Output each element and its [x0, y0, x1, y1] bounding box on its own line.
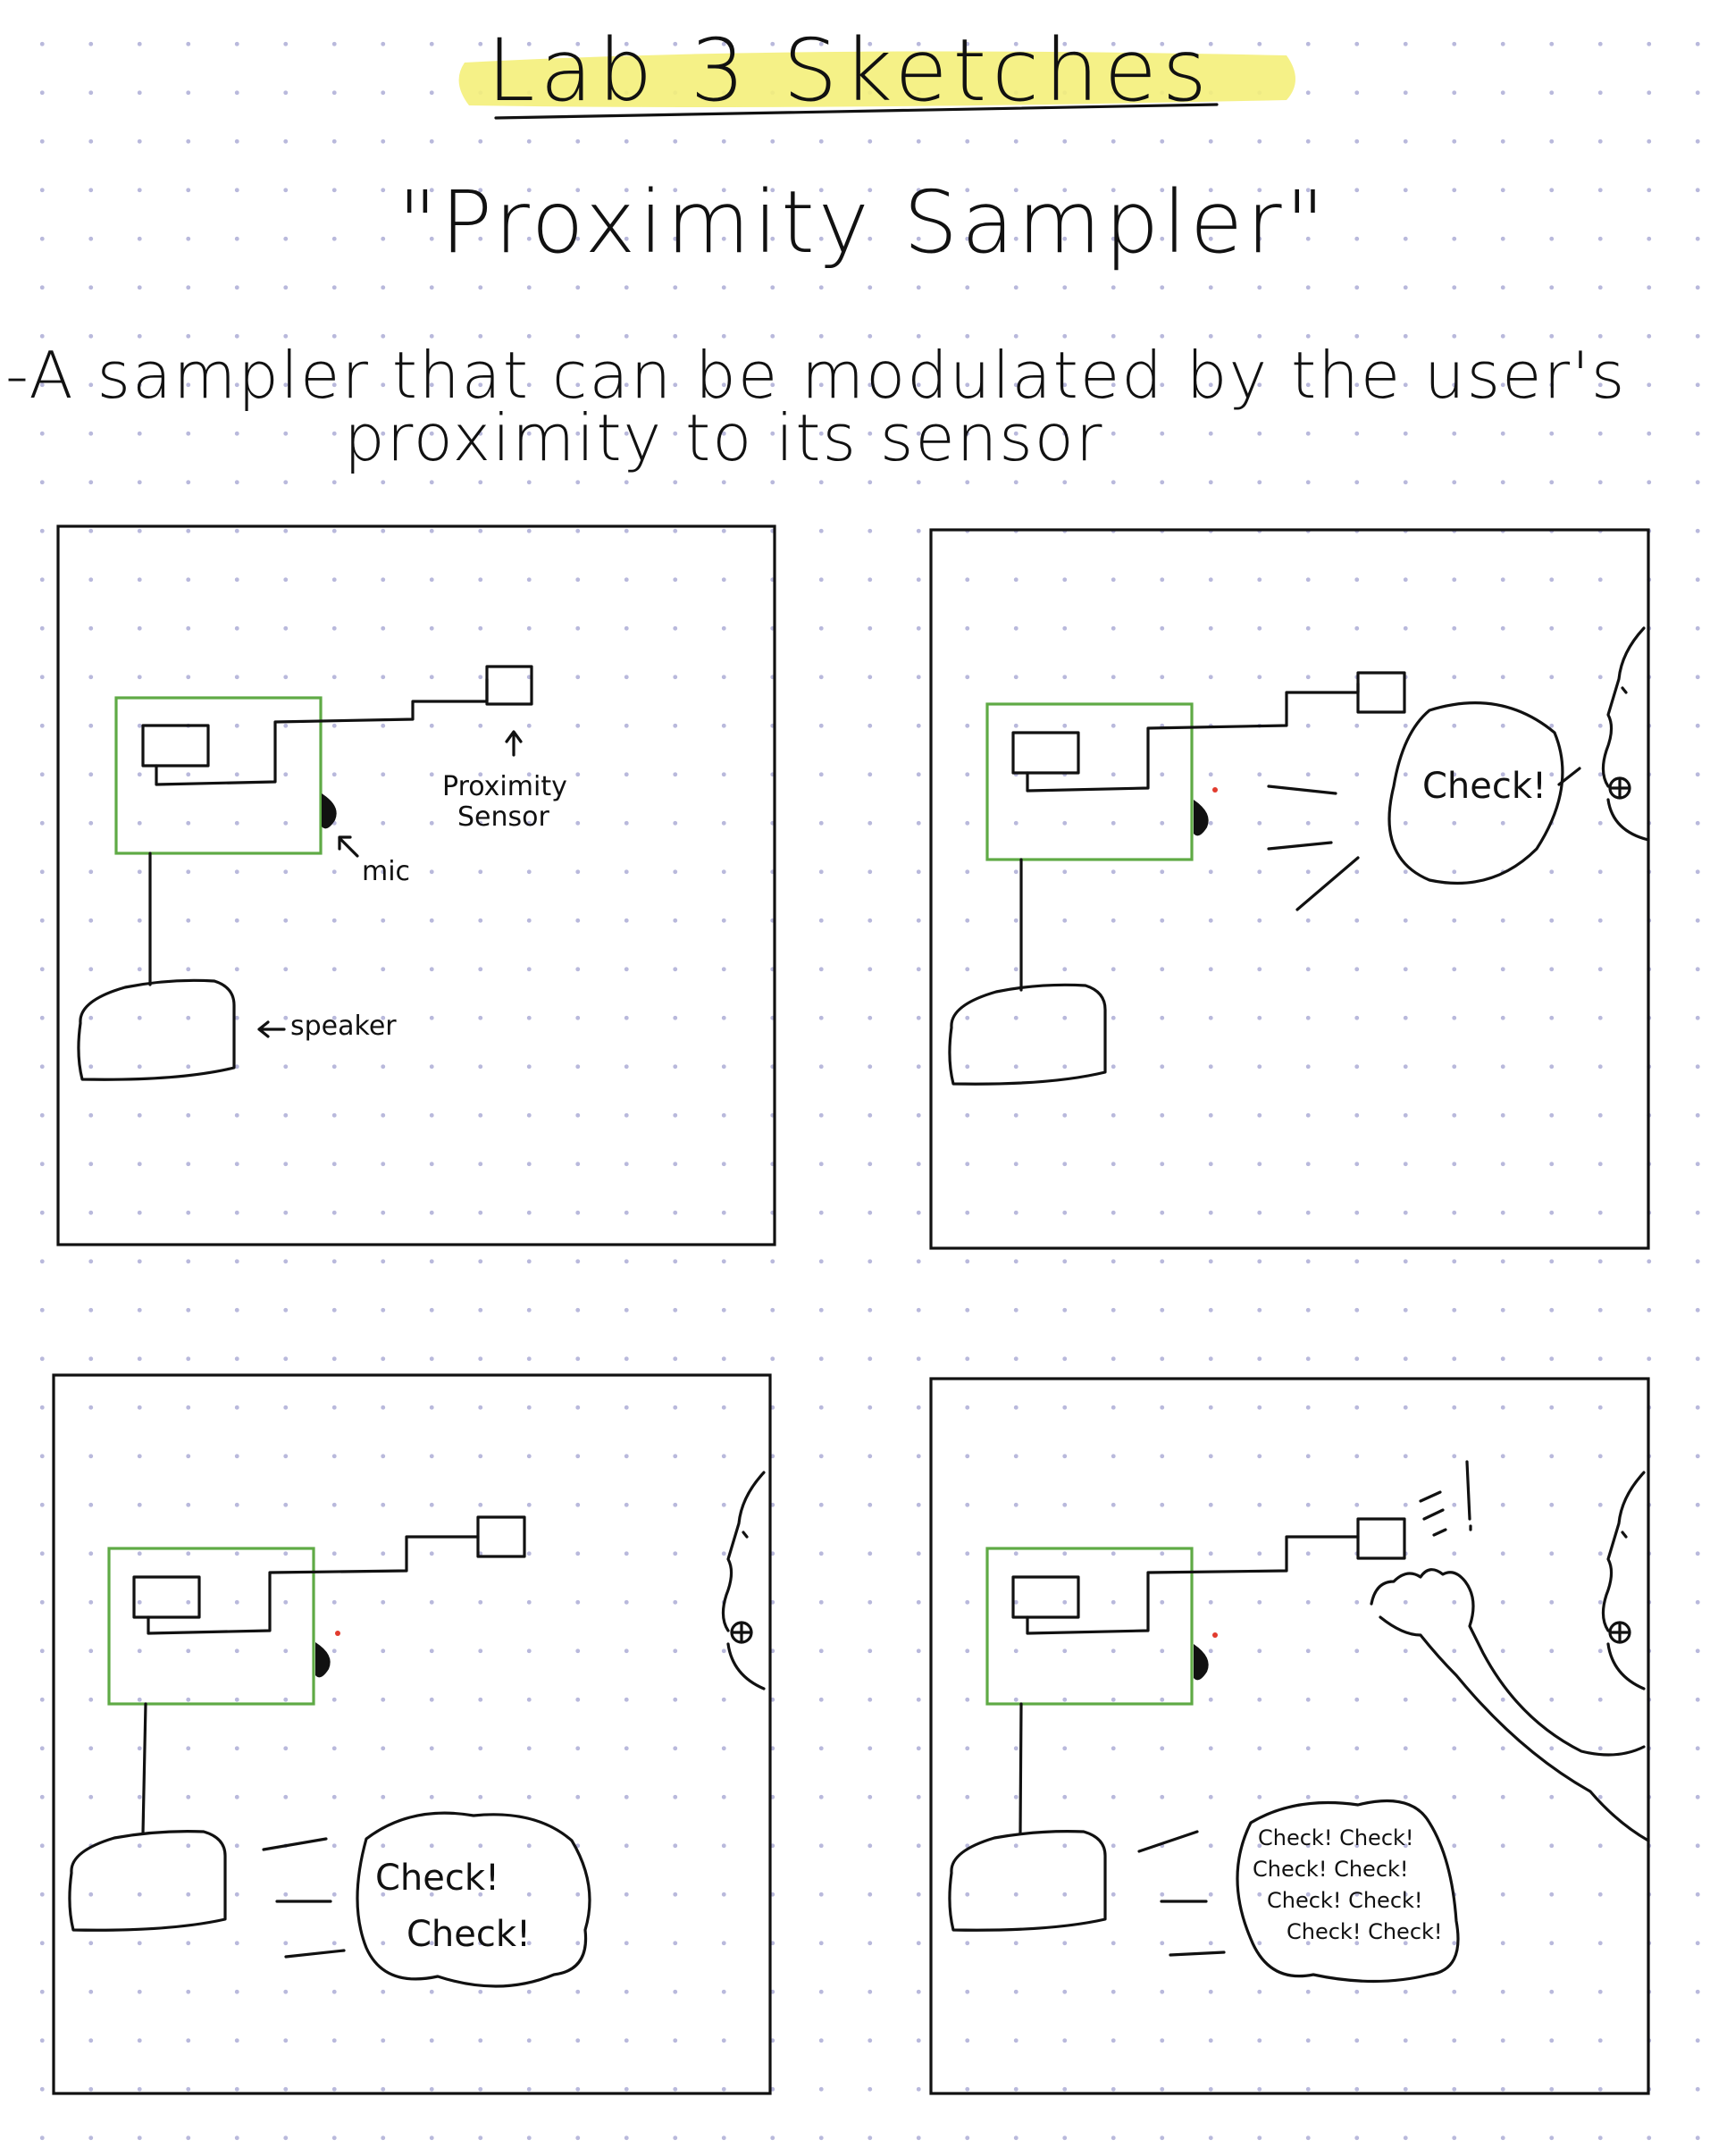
title-underline	[494, 103, 1219, 120]
panel-2: Check!	[929, 528, 1650, 1250]
panel-frame	[929, 1377, 1650, 2095]
speech-text-4: Check! Check!	[1287, 1919, 1443, 1944]
microphone	[1194, 1644, 1209, 1681]
mic-led	[1212, 787, 1218, 793]
screen-module	[1011, 731, 1080, 775]
speech-tail	[1557, 767, 1581, 786]
page-title: Lab 3 Sketches	[487, 21, 1212, 121]
mouth-detail	[1608, 1621, 1631, 1644]
speech-text-3: Check! Check!	[1267, 1888, 1423, 1913]
screen-module	[1011, 1575, 1080, 1619]
proximity-sensor	[485, 665, 533, 706]
microphone	[1194, 800, 1209, 836]
alert-lines	[1419, 1460, 1472, 1537]
hand	[1370, 1568, 1650, 1842]
speech-text-1: Check!	[375, 1858, 499, 1899]
speech-text-1: Check! Check!	[1258, 1825, 1414, 1850]
sound-lines	[1137, 1830, 1226, 1957]
screen-module	[141, 724, 210, 768]
speech-bubble	[1387, 701, 1564, 885]
speaker-wire	[1018, 1702, 1023, 1835]
microphone	[322, 793, 337, 829]
panel-frame	[56, 524, 776, 1246]
proximity-sensor	[1356, 671, 1406, 714]
description-line-1: -A sampler that can be modulated by the …	[5, 338, 1626, 413]
panel-4: Check! Check! Check! Check! Check! Check…	[929, 1377, 1650, 2095]
speech-text-2: Check!	[407, 1914, 531, 1955]
screen-module	[132, 1575, 201, 1619]
speaker	[77, 978, 236, 1081]
speaker	[948, 1830, 1107, 1932]
proximity-sensor-label-2: Sensor	[457, 801, 549, 833]
mic-arrow	[338, 835, 359, 858]
panel-3: Check! Check!	[52, 1373, 772, 2095]
sound-lines	[1267, 784, 1360, 911]
mic-label: mic	[362, 856, 410, 887]
face-profile	[721, 1471, 766, 1690]
proximity-sensor	[476, 1515, 526, 1558]
eye	[742, 1531, 749, 1539]
speech-text-2: Check! Check!	[1253, 1857, 1409, 1882]
mouth-detail	[1608, 776, 1631, 800]
speaker-wire	[141, 1702, 147, 1835]
microphone	[315, 1642, 331, 1678]
speech-bubble	[1236, 1799, 1460, 1984]
wire	[147, 1535, 480, 1635]
speaker-label: speaker	[290, 1011, 397, 1042]
microcontroller-board	[114, 696, 323, 855]
face-profile	[1601, 626, 1650, 842]
proximity-sensor-label-1: Proximity	[442, 771, 567, 802]
speaker	[68, 1830, 227, 1932]
microcontroller-board	[107, 1547, 315, 1706]
sound-lines	[262, 1837, 346, 1959]
mic-led	[1212, 1632, 1218, 1638]
sensor-arrow	[505, 730, 523, 757]
mic-led	[335, 1631, 340, 1636]
microcontroller-board	[985, 702, 1194, 861]
proximity-sensor	[1356, 1517, 1406, 1560]
eye	[1621, 686, 1628, 694]
page-subtitle: "Proximity Sampler"	[398, 172, 1329, 273]
speech-bubble	[356, 1811, 591, 1988]
title-highlight	[458, 51, 1295, 107]
panel-frame	[929, 528, 1650, 1250]
speaker	[948, 983, 1107, 1086]
wire	[1026, 1535, 1360, 1635]
speech-text: Check!	[1422, 766, 1547, 807]
panel-1: Proximity Sensor mic speaker	[56, 524, 776, 1246]
wire	[155, 677, 489, 786]
mouth-detail	[730, 1621, 753, 1644]
description-line-2: proximity to its sensor	[344, 400, 1103, 475]
eye	[1621, 1531, 1628, 1539]
microcontroller-board	[985, 1547, 1194, 1706]
panel-frame	[52, 1373, 772, 2095]
face-profile	[1601, 1471, 1646, 1690]
speaker-arrow	[257, 1020, 286, 1038]
wire	[1026, 682, 1360, 793]
